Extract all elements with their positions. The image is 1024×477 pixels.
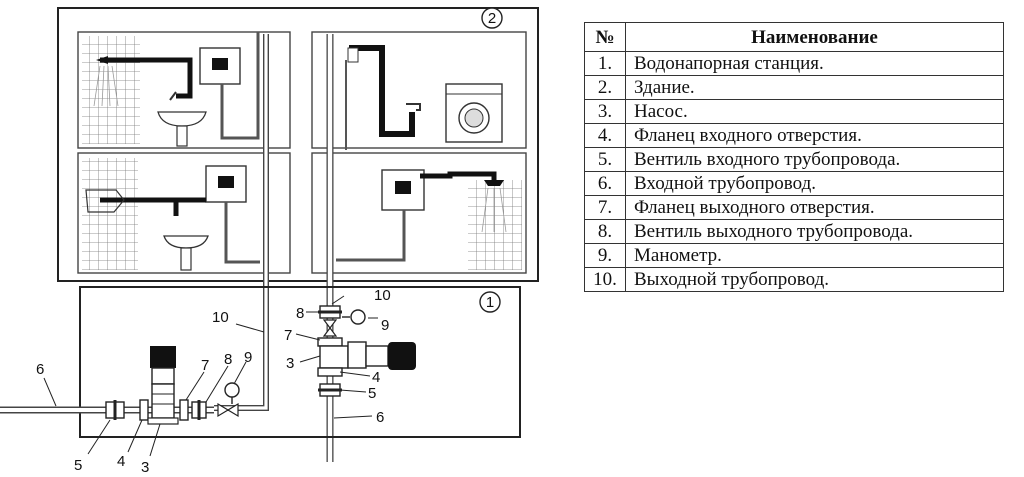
callout-right-9: 9 <box>381 317 389 334</box>
callout-left-5: 5 <box>74 457 82 474</box>
leader-lines <box>43 295 378 457</box>
station-outline <box>79 286 521 438</box>
callout-right-7: 7 <box>284 327 292 344</box>
callout-right-10: 10 <box>374 287 391 304</box>
legend-name: Выходной трубопровод. <box>625 267 1004 292</box>
legend-num: 5. <box>584 147 626 172</box>
legend-name: Водонапорная станция. <box>625 51 1004 76</box>
callout-right-4: 4 <box>372 369 380 386</box>
tap-icon <box>406 103 421 111</box>
legend-row: 7.Фланец выходного отверстия. <box>584 195 1004 220</box>
pump-motor <box>388 342 416 370</box>
callout-left-8: 8 <box>224 351 232 368</box>
callout-left-10: 10 <box>212 309 229 326</box>
legend-num: 2. <box>584 75 626 100</box>
legend-row: 3.Насос. <box>584 99 1004 124</box>
legend-name: Входной трубопровод. <box>625 171 1004 196</box>
legend-num: 9. <box>584 243 626 268</box>
callout-right-5: 5 <box>368 385 376 402</box>
callout-left-7: 7 <box>201 357 209 374</box>
legend-row: 6.Входной трубопровод. <box>584 171 1004 196</box>
callout-right-8: 8 <box>296 305 304 322</box>
room-bottom-left <box>82 158 260 271</box>
legend-row: 9.Манометр. <box>584 243 1004 268</box>
legend-name: Вентиль входного трубопровода. <box>625 147 1004 172</box>
legend-name: Вентиль выходного трубопровода. <box>625 219 1004 244</box>
legend-row: 2.Здание. <box>584 75 1004 100</box>
building-marker: 2 <box>488 10 496 27</box>
legend-name: Фланец входного отверстия. <box>625 123 1004 148</box>
legend-name: Фланец выходного отверстия. <box>625 195 1004 220</box>
legend-name: Манометр. <box>625 243 1004 268</box>
callout-right-6: 6 <box>376 409 384 426</box>
legend-table: № Наименование 1.Водонапорная станция. 2… <box>584 22 1004 292</box>
shower-head-icon <box>96 56 108 64</box>
legend-name: Насос. <box>625 99 1004 124</box>
gauge-icon <box>350 309 366 325</box>
legend-num: 8. <box>584 219 626 244</box>
legend-header-name: Наименование <box>625 22 1004 52</box>
legend-row: 4.Фланец входного отверстия. <box>584 123 1004 148</box>
right-pump-assembly <box>317 305 416 397</box>
room-top-left <box>82 32 260 147</box>
station-marker: 1 <box>486 294 494 311</box>
callout-left-9: 9 <box>244 349 252 366</box>
legend-num: 10. <box>584 267 626 292</box>
building-marker-circle <box>481 7 503 29</box>
legend-num: 3. <box>584 99 626 124</box>
shower-head-icon <box>484 180 504 186</box>
callout-left-6: 6 <box>36 361 44 378</box>
legend-header-row: № Наименование <box>584 22 1004 52</box>
room-bottom-right <box>336 169 522 270</box>
pump-motor <box>150 346 176 368</box>
callout-left-4: 4 <box>117 453 125 470</box>
legend-header-num: № <box>584 22 626 52</box>
plumbing-diagram: 2 <box>0 7 539 476</box>
room-top-right <box>345 45 503 150</box>
legend-row: 5.Вентиль входного трубопровода. <box>584 147 1004 172</box>
legend-num: 6. <box>584 171 626 196</box>
gauge-icon <box>224 382 240 398</box>
legend-row: 8.Вентиль выходного трубопровода. <box>584 219 1004 244</box>
station-marker-circle <box>479 291 501 313</box>
legend-num: 4. <box>584 123 626 148</box>
legend-row: 10.Выходной трубопровод. <box>584 267 1004 292</box>
legend-row: 1.Водонапорная станция. <box>584 51 1004 76</box>
legend-num: 1. <box>584 51 626 76</box>
washing-machine <box>445 83 503 143</box>
left-pump-assembly <box>0 346 240 425</box>
callout-right-3: 3 <box>286 355 294 372</box>
callout-left-3: 3 <box>141 459 149 476</box>
legend-num: 7. <box>584 195 626 220</box>
legend-name: Здание. <box>625 75 1004 100</box>
